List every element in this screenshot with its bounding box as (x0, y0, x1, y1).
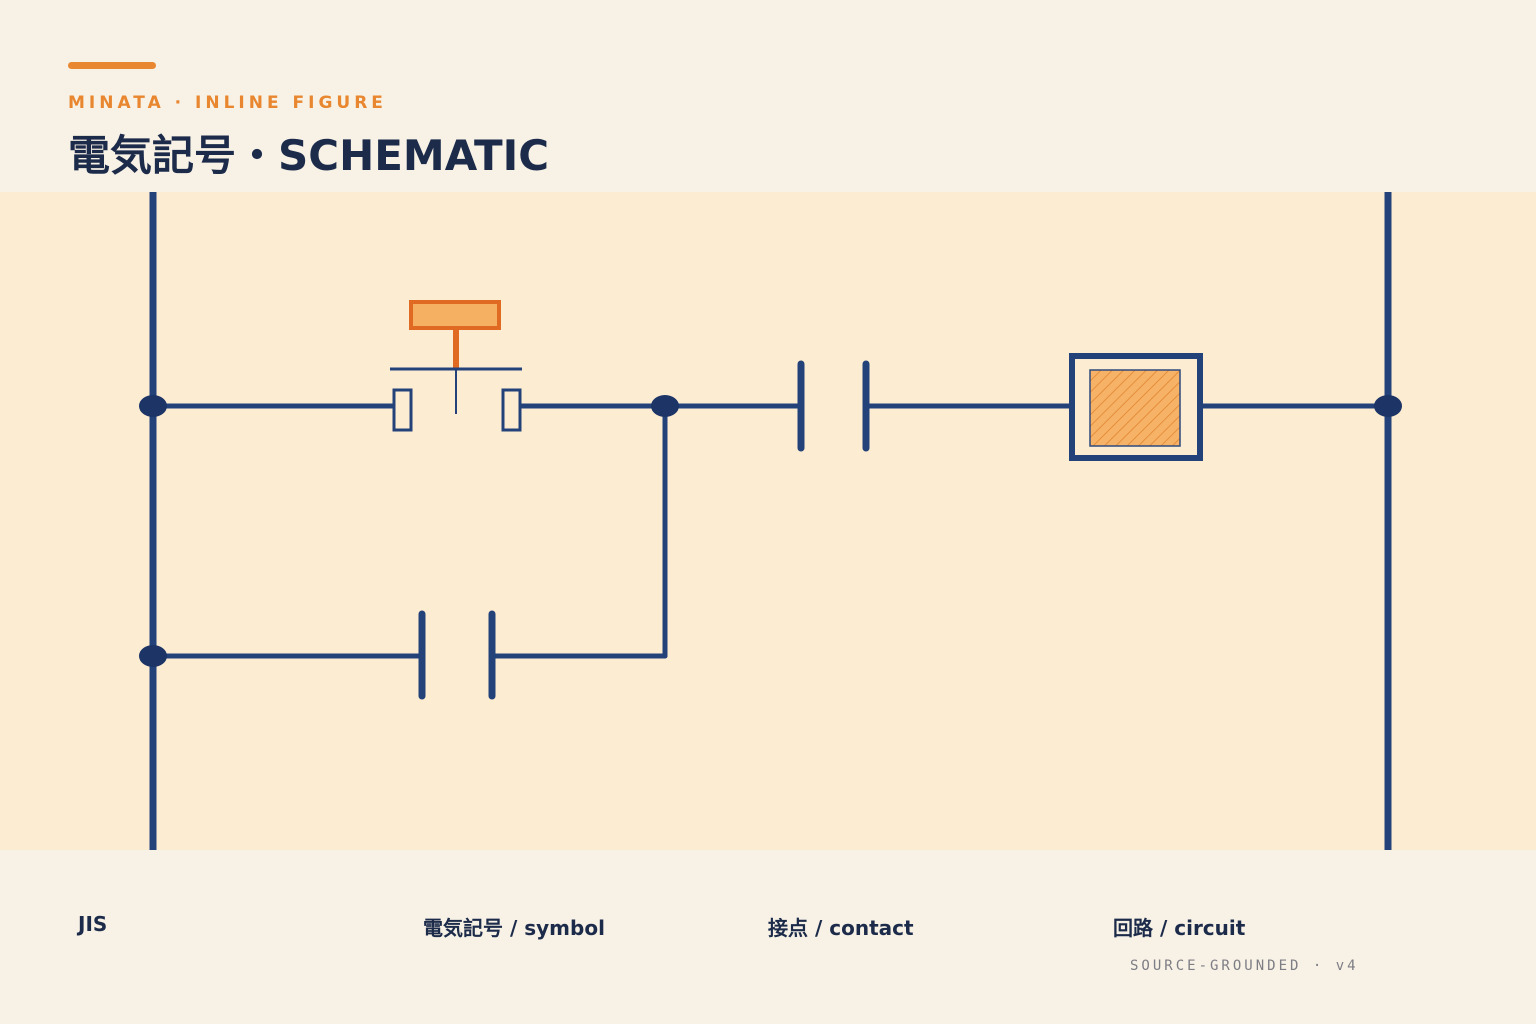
legend-item-contact: 接点 / contact (768, 916, 914, 940)
junction-node (1374, 395, 1402, 417)
source-note: SOURCE-GROUNDED · v4 (1130, 958, 1359, 974)
legend-item-circuit: 回路 / circuit (1113, 916, 1246, 940)
legend-item-symbol: 電気記号 / symbol (423, 916, 605, 940)
relay-coil-symbol (1069, 353, 1203, 461)
schematic-diagram (139, 192, 1402, 850)
eyebrow-label: MINATA · INLINE FIGURE (68, 93, 387, 113)
schematic-panel (0, 192, 1536, 850)
junction-node (139, 645, 167, 667)
push-button-symbol (390, 300, 522, 432)
contact-series-symbol (797, 360, 870, 452)
footer: JIS 電気記号 / symbol 接点 / contact 回路 / circ… (0, 850, 1536, 1024)
accent-bar (68, 62, 156, 69)
branch-wires (150, 403, 668, 659)
junction-node (139, 395, 167, 417)
junction-nodes (139, 395, 1402, 667)
junction-node (651, 395, 679, 417)
legend-item-jis: JIS (78, 912, 108, 936)
header: MINATA · INLINE FIGURE 電気記号・SCHEMATIC (0, 0, 1536, 192)
contact-parallel-symbol (418, 610, 496, 700)
page-title: 電気記号・SCHEMATIC (68, 131, 550, 180)
